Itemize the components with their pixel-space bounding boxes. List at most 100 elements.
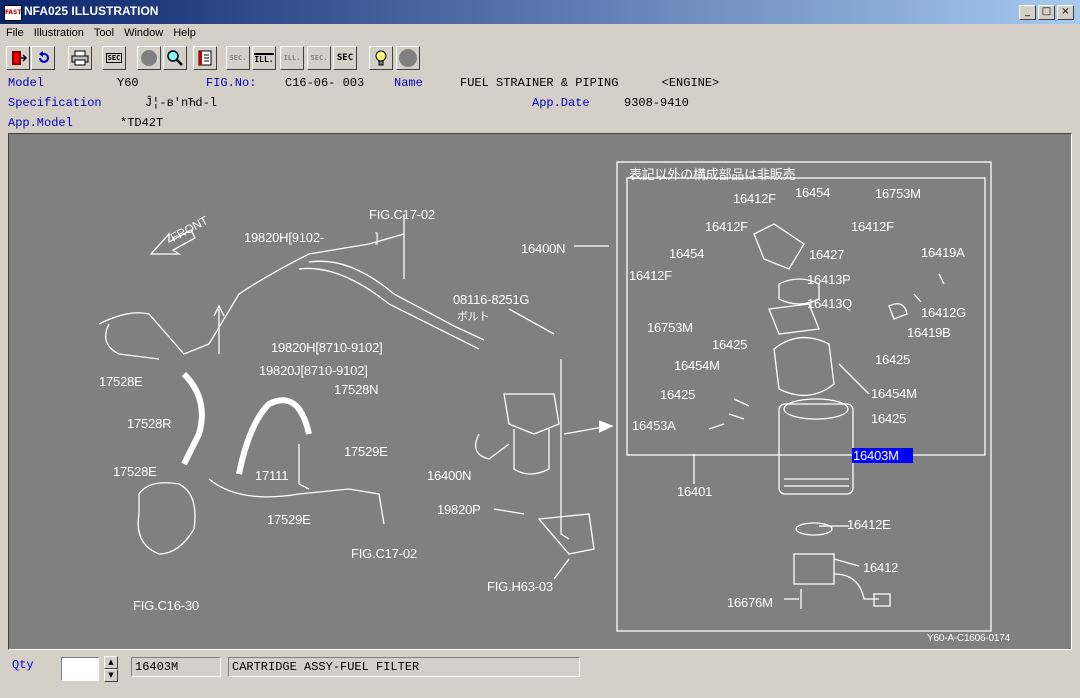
part-label-16454-2[interactable]: 16454	[669, 246, 705, 261]
part-label-16427[interactable]: 16427	[809, 247, 845, 262]
part-label-fig-c17-02-top[interactable]: FIG.C17-02	[369, 207, 435, 222]
appmodel-label: App.Model	[8, 116, 73, 130]
strainer-head	[503, 393, 560, 435]
part-label-16454m-2[interactable]: 16454M	[871, 386, 917, 401]
part-label-16412f-3[interactable]: 16412F	[705, 219, 748, 234]
part-label-16412f-1[interactable]: 16412F	[733, 191, 776, 206]
part-label-fig-c16-30[interactable]: FIG.C16-30	[133, 598, 199, 613]
zoom-button[interactable]	[163, 46, 187, 70]
disabled-button-2[interactable]	[396, 46, 420, 70]
book-button[interactable]	[193, 46, 217, 70]
maximize-button[interactable]: □	[1038, 5, 1055, 20]
part-label-16453a[interactable]: 16453A	[632, 418, 676, 433]
arrow-head-box	[598, 420, 614, 433]
part-label-17528n[interactable]: 17528N	[334, 382, 379, 397]
magnifier-icon	[167, 50, 183, 66]
part-label-16454-1[interactable]: 16454	[795, 185, 831, 200]
app-icon: FAST	[4, 5, 22, 21]
ill-label: ILL.	[254, 52, 274, 64]
qty-spin-down[interactable]: ▼	[104, 669, 118, 682]
part-label-17528e-2[interactable]: 17528E	[113, 464, 157, 479]
menu-illustration[interactable]: Illustration	[33, 27, 84, 39]
window-title: NFA025 ILLUSTRATION	[24, 4, 159, 18]
undo-arrow-icon	[39, 51, 49, 63]
part-label-16425-1[interactable]: 16425	[712, 337, 748, 352]
ill-next-button[interactable]: ILL.	[280, 46, 304, 70]
part-label-17529e-1[interactable]: 17529E	[344, 444, 388, 459]
menu-window[interactable]: Window	[124, 27, 164, 39]
exit-button[interactable]	[6, 46, 30, 70]
sec-next-button[interactable]: SEC.	[307, 46, 331, 70]
parts-diagram	[98, 161, 992, 632]
part-label-08116-8251g[interactable]: 08116-8251G	[453, 292, 530, 307]
part-label-19820h-9102[interactable]: 19820H[9102-	[244, 230, 324, 245]
leader-08116	[508, 308, 555, 335]
illustration-canvas[interactable]: FRONT 19820H[9102- ] FIG.C17-02 19820H[8…	[8, 133, 1072, 650]
part-label-16412g[interactable]: 16412G	[921, 305, 967, 320]
disabled-button-1[interactable]	[137, 46, 161, 70]
qty-spin-up[interactable]: ▲	[104, 656, 118, 669]
name-value: FUEL STRAINER & PIPING <ENGINE>	[460, 76, 720, 90]
sec-button[interactable]: SEC	[102, 46, 126, 70]
menu-file[interactable]: File	[6, 27, 24, 39]
ill-button[interactable]: ILL.	[252, 46, 276, 70]
sec-label: SEC	[105, 53, 123, 63]
qty-input[interactable]	[61, 657, 99, 681]
part-label-16412f-2[interactable]: 16412F	[851, 219, 894, 234]
part-label-17111[interactable]: 17111	[255, 468, 289, 483]
front-arrow-icon	[149, 229, 196, 255]
part-16419b	[888, 303, 908, 320]
qty-label: Qty	[12, 658, 34, 672]
fuel-pipe-lower	[208, 478, 385, 525]
part-label-16425-4[interactable]: 16425	[871, 411, 907, 426]
help-button[interactable]	[369, 46, 393, 70]
part-label-bolt-jp: ボルト	[457, 311, 490, 323]
part-label-19820p[interactable]: 19820P	[437, 502, 481, 517]
part-label-16425-2[interactable]: 16425	[875, 352, 911, 367]
part-label-fig-c17-02-bottom[interactable]: FIG.C17-02	[351, 546, 417, 561]
part-label-16412f-4[interactable]: 16412F	[629, 268, 672, 283]
part-label-16400n-top[interactable]: 16400N	[521, 241, 566, 256]
part-label-17528r[interactable]: 17528R	[127, 416, 172, 431]
bracket-left	[105, 323, 160, 360]
fig-label: FIG.No:	[206, 76, 257, 90]
injection-pump-outline	[137, 482, 196, 555]
o-ring-16412e	[795, 522, 833, 536]
part-label-17528e-1[interactable]: 17528E	[99, 374, 143, 389]
menu-tool[interactable]: Tool	[93, 27, 115, 39]
sec-prev-button[interactable]: SEC.	[226, 46, 250, 70]
part-label-16419a[interactable]: 16419A	[921, 245, 965, 260]
part-label-16454m-1[interactable]: 16454M	[674, 358, 720, 373]
spec-label: Specification	[8, 96, 102, 110]
leader-16454m	[838, 363, 870, 395]
print-button[interactable]	[68, 46, 92, 70]
sensor-16412	[793, 553, 835, 585]
part-label-16676m[interactable]: 16676M	[727, 595, 773, 610]
part-label-16419b[interactable]: 16419B	[907, 325, 951, 340]
part-label-17529e-2[interactable]: 17529E	[267, 512, 311, 527]
part-label-19820j[interactable]: 19820J[8710-9102]	[259, 363, 368, 378]
menu-help[interactable]: Help	[173, 27, 196, 39]
minimize-button[interactable]: _	[1019, 5, 1036, 20]
part-label-16412[interactable]: 16412	[863, 560, 899, 575]
filter-cartridge	[778, 403, 854, 495]
part-label-16425-3[interactable]: 16425	[660, 387, 696, 402]
part-label-16401[interactable]: 16401	[677, 484, 713, 499]
filter-cartridge-ribs	[784, 478, 849, 487]
part-number-field: 16403M	[131, 657, 221, 677]
close-button[interactable]: ×	[1057, 5, 1074, 20]
part-label-16413p[interactable]: 16413P	[807, 272, 851, 287]
part-label-16400n-bottom[interactable]: 16400N	[427, 468, 472, 483]
part-label-16403m-selected[interactable]: 16403M	[852, 448, 913, 463]
part-label-fig-h63-03[interactable]: FIG.H63-03	[487, 579, 553, 594]
part-label-16412e[interactable]: 16412E	[847, 517, 891, 532]
undo-button[interactable]	[31, 46, 55, 70]
part-label-16753m-2[interactable]: 16753M	[647, 320, 693, 335]
sec-search-button[interactable]: SEC	[333, 46, 357, 70]
part-label-19820h-8710[interactable]: 19820H[8710-9102]	[271, 340, 383, 355]
part-label-16753m-1[interactable]: 16753M	[875, 186, 921, 201]
fuel-pipe-17111	[298, 444, 310, 490]
lightbulb-help-icon	[375, 50, 387, 66]
part-label-16413q[interactable]: 16413Q	[807, 296, 853, 311]
leader-19820p	[493, 508, 525, 515]
